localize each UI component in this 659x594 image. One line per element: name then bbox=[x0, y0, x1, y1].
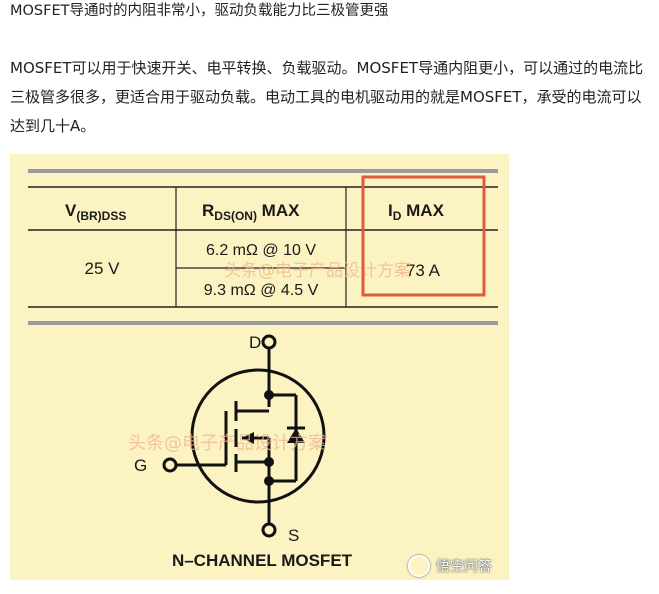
cell-rdson-2: 9.3 mΩ @ 4.5 V bbox=[204, 282, 319, 299]
body-circle bbox=[190, 368, 326, 504]
cell-idmax: 73 A bbox=[406, 261, 441, 280]
article-heading: MOSFET导通时的内阻非常小，驱动负载能力比三极管更强 bbox=[10, 3, 389, 19]
gate-label: G bbox=[134, 456, 147, 475]
header-idmax: ID MAX bbox=[388, 201, 445, 223]
drain-junction bbox=[264, 390, 274, 400]
id-max-highlight bbox=[361, 175, 486, 297]
corner-watermark-text: 悟空问答 bbox=[436, 559, 492, 575]
source-junction bbox=[264, 457, 274, 467]
mosfet-symbol-fills bbox=[242, 390, 305, 486]
diode-triangle bbox=[287, 428, 305, 443]
figure-svg: V(BR)DSS RDS(ON) MAX ID MAX 25 V 6.2 mΩ … bbox=[28, 169, 498, 570]
wukong-logo-icon bbox=[408, 555, 430, 577]
gate-terminal bbox=[162, 457, 178, 473]
table-watermark: 头条@电子产品设计方案 bbox=[224, 261, 411, 281]
header-rdson: RDS(ON) MAX bbox=[202, 201, 300, 223]
source-terminal bbox=[261, 522, 277, 538]
header-vbrdss: V(BR)DSS bbox=[65, 201, 126, 223]
cell-vbrdss: 25 V bbox=[85, 259, 121, 278]
table-bottom-rule bbox=[28, 321, 498, 325]
symbol-watermark: 头条@电子产品设计方案 bbox=[128, 433, 326, 454]
corner-watermark: 悟空问答 bbox=[408, 553, 492, 579]
source-bottom-junction bbox=[264, 476, 274, 486]
body-arrow bbox=[242, 432, 254, 444]
article-paragraph: MOSFET可以用于快速开关、电平转换、负载驱动。MOSFET导通内阻更小，可以… bbox=[10, 59, 644, 135]
drain-label: D bbox=[249, 333, 261, 352]
symbol-caption: N–CHANNEL MOSFET bbox=[172, 551, 353, 570]
drain-terminal bbox=[261, 334, 277, 350]
table-top-rule bbox=[28, 169, 498, 173]
cell-rdson-1: 6.2 mΩ @ 10 V bbox=[206, 242, 316, 259]
mosfet-datasheet-figure: V(BR)DSS RDS(ON) MAX ID MAX 25 V 6.2 mΩ … bbox=[10, 154, 509, 580]
source-label: S bbox=[288, 526, 299, 545]
